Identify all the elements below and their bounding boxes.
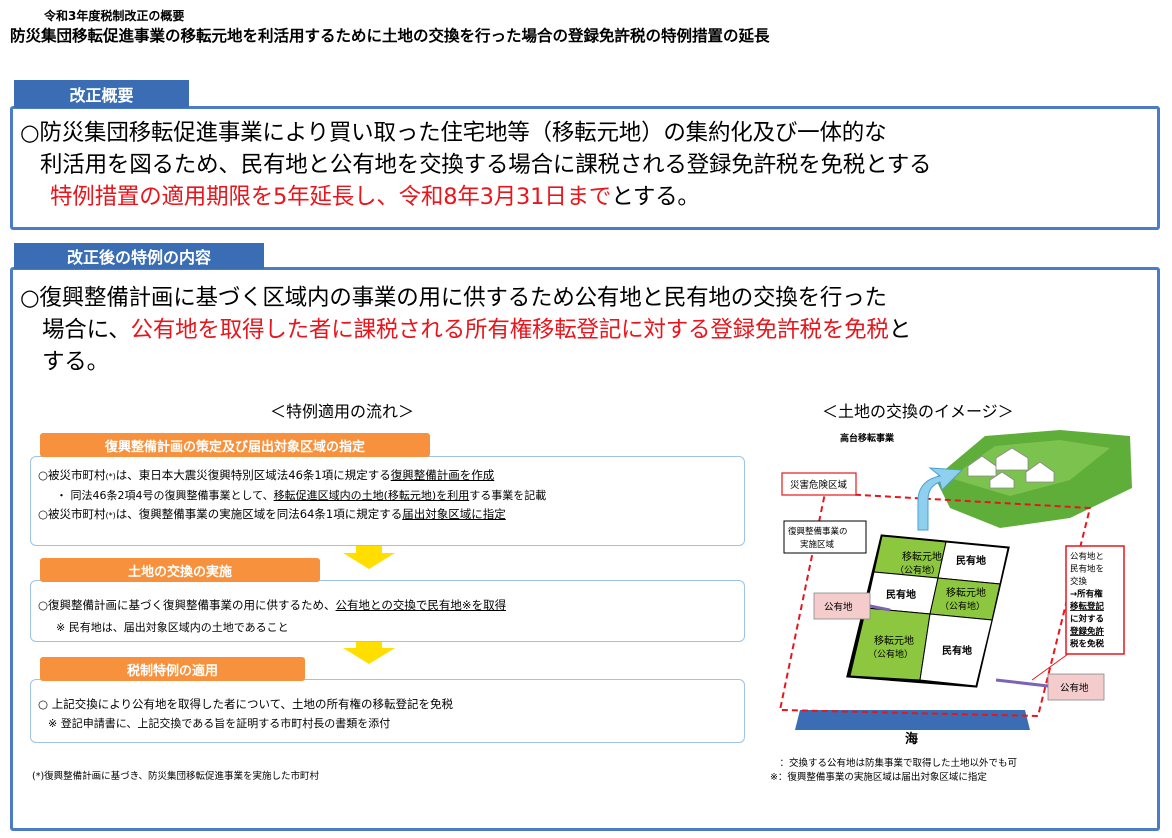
summary-line-3-tail: とする。 — [611, 184, 700, 210]
cell-min-3 — [919, 613, 993, 687]
house-icon — [1025, 461, 1055, 483]
flow-arrow-1 — [343, 553, 395, 569]
step1-l3-pre: ○被災市町村 — [38, 507, 106, 521]
area-label-box — [783, 520, 867, 554]
note-line: 登録免許 — [1069, 626, 1105, 637]
summary-line-3-highlight: 特例措置の適用期限を5年延長し、令和8年3月31日まで — [50, 184, 612, 210]
relocation-arrow — [917, 467, 964, 531]
note-line: 公有地と — [1070, 551, 1104, 562]
cell-min-3-label: 民有地 — [942, 644, 972, 657]
step1-l1-pre: ○被災市町村 — [38, 468, 106, 482]
details-line-2-highlight: 公有地を取得した者に課税される所有権移転登記に対する登録免許税を免税 — [130, 317, 889, 343]
koyu-left-box — [813, 592, 871, 620]
house-icon — [967, 455, 997, 477]
area-label-1: 復興整備事業の — [788, 526, 848, 537]
details-tab: 改正後の特例の内容 — [14, 243, 264, 269]
hazard-label-box — [781, 472, 857, 496]
hazard-boundary — [778, 491, 1092, 718]
flow-step-1-line-1: ○被災市町村(*)は、東日本大震災復興特別区域法46条1項に規定する復興整備計画… — [38, 468, 494, 484]
flow-step-3-line-1: ○ 上記交換により公有地を取得した者について、土地の所有権の移転登記を免税 — [38, 697, 454, 711]
flow-step-2-line-2: ※ 民有地は、届出対象区域内の土地であること — [56, 621, 289, 634]
cell-moto-2 — [929, 577, 1001, 621]
step1-l1-mid: は、東日本大震災復興特別区域法46条1項に規定する — [115, 468, 391, 482]
details-line-3: する。 — [42, 349, 109, 375]
koyu-right-box — [1047, 673, 1105, 701]
land-exchange-diagram: 高台移転事業 海 災害危険区域 移転元地 （公有地） 民有地 民有地 移転元地 … — [770, 430, 1132, 783]
diagram-footer-2: ※※：復興整備事業の実施区域は届出対象区域に指定 — [770, 771, 987, 783]
step1-l2-pre: ・ 同法46条2項4号の復興整備事業として、 — [56, 489, 274, 502]
highland-label: 高台移転事業 — [840, 432, 895, 444]
flow-arrow-2 — [343, 648, 395, 664]
summary-line-3: 特例措置の適用期限を5年延長し、令和8年3月31日までとする。 — [50, 182, 700, 212]
step1-l3-mid: は、復興整備事業の実施区域を同法64条1項に規定する — [115, 507, 403, 521]
note-pointer — [1031, 653, 1069, 681]
page-title: 防災集団移転促進事業の移転元地を利活用するために土地の交換を行った場合の登録免許… — [10, 27, 770, 45]
flow-arrow-1-body — [356, 546, 382, 554]
house-icon — [989, 471, 1015, 489]
step1-l3-underlined: 届出対象区域に指定 — [402, 507, 506, 521]
flow-step-2-box — [30, 580, 745, 642]
flow-caption: ＜特例適用の流れ＞ — [270, 402, 415, 421]
koyu-right-label: 公有地 — [1060, 682, 1089, 694]
note-line: 移転登記 — [1070, 601, 1105, 612]
flow-step-1-tab: 復興整備計画の策定及び届出対象区域の指定 — [40, 433, 430, 457]
step1-l3-mark: (*) — [105, 511, 116, 520]
summary-box — [10, 106, 1160, 230]
step2-l1-pre: ○復興整備計画に基づく復興整備事業の用に供するため、 — [38, 598, 336, 612]
flow-footnote: (*)復興整備計画に基づき、防災集団移転促進事業を実施した市町村 — [32, 771, 319, 782]
sea-shape — [795, 710, 1030, 730]
step1-l1-underlined: 復興整備計画を作成 — [390, 468, 495, 482]
cell-moto-3-label: 移転元地 — [874, 634, 914, 647]
step1-l2-post: する事業を記載 — [469, 489, 547, 502]
summary-line-2: 利活用を図るため、民有地と公有地を交換する場合に課税される登録免許税を免税とする — [40, 152, 932, 178]
cell-moto-2-label: 移転元地 — [946, 586, 986, 599]
details-line-2-tail: と — [888, 317, 912, 343]
details-line-2: 場合に、公有地を取得した者に課税される所有権移転登記に対する登録免許税を免税と — [42, 315, 911, 345]
flow-step-3-tab: 税制特例の適用 — [40, 657, 305, 681]
hazard-label: 災害危険区域 — [790, 479, 848, 491]
cell-min-1-label: 民有地 — [956, 554, 986, 567]
exchange-arrow-right — [995, 678, 1049, 688]
flow-step-1-line-2: ・ 同法46条2項4号の復興整備事業として、移転促進区域内の土地(移転元地)を利… — [56, 488, 546, 503]
cell-moto-1-sub: （公有地） — [895, 564, 940, 576]
step1-l2-underlined: 移転促進区域内の土地(移転元地)を利用 — [273, 489, 470, 502]
area-label-2: 実施区域 — [800, 539, 835, 550]
sea-label: 海 — [905, 731, 918, 747]
flow-step-2-tab: 土地の交換の実施 — [40, 558, 320, 582]
note-line: に対する — [1070, 614, 1104, 625]
flow-step-1-line-3: ○被災市町村(*)は、復興整備事業の実施区域を同法64条1項に規定する届出対象区… — [38, 507, 506, 523]
flow-arrow-2-body — [356, 642, 382, 650]
house-icon — [995, 447, 1029, 471]
summary-tab: 改正概要 — [14, 80, 189, 108]
note-box — [1065, 545, 1125, 655]
note-line: 税を免税 — [1070, 639, 1105, 650]
header-subtitle: 令和3年度税制改正の概要 — [44, 9, 185, 23]
cell-min-2-label: 民有地 — [886, 588, 916, 601]
cell-moto-3-sub: （公有地） — [868, 648, 913, 660]
note-line: →所有権 — [1070, 589, 1103, 600]
exchange-arrow-left — [869, 604, 891, 612]
note-line: 民有地を — [1070, 564, 1104, 575]
flow-step-3-box — [30, 679, 745, 743]
koyu-left-label: 公有地 — [824, 601, 853, 613]
image-caption: ＜土地の交換のイメージ＞ — [822, 402, 1014, 421]
step2-l1-underlined: 公有地との交換で民有地※を取得 — [335, 598, 507, 612]
cell-moto-1-label: 移転元地 — [902, 550, 942, 563]
step1-l1-mark: (*) — [105, 472, 116, 481]
flow-step-3-line-2: ※ 登記申請書に、上記交換である旨を証明する市町村長の書類を添付 — [48, 717, 391, 730]
details-line-1: ○復興整備計画に基づく区域内の事業の用に供するため公有地と民有地の交換を行った — [20, 285, 887, 311]
note-line: 交換 — [1070, 576, 1088, 587]
flow-step-2-line-1: ○復興整備計画に基づく復興整備事業の用に供するため、公有地との交換で民有地※を取… — [38, 598, 506, 613]
diagram-footer-1: ※ ：交換する公有地は防集事業で取得した土地以外でも可 — [770, 757, 1017, 769]
details-line-2-lead: 場合に、 — [42, 317, 131, 343]
summary-line-1: ○防災集団移転促進事業により買い取った住宅地等（移転元地）の集約化及び一体的な — [20, 120, 887, 146]
cell-moto-2-sub: （公有地） — [940, 600, 985, 612]
